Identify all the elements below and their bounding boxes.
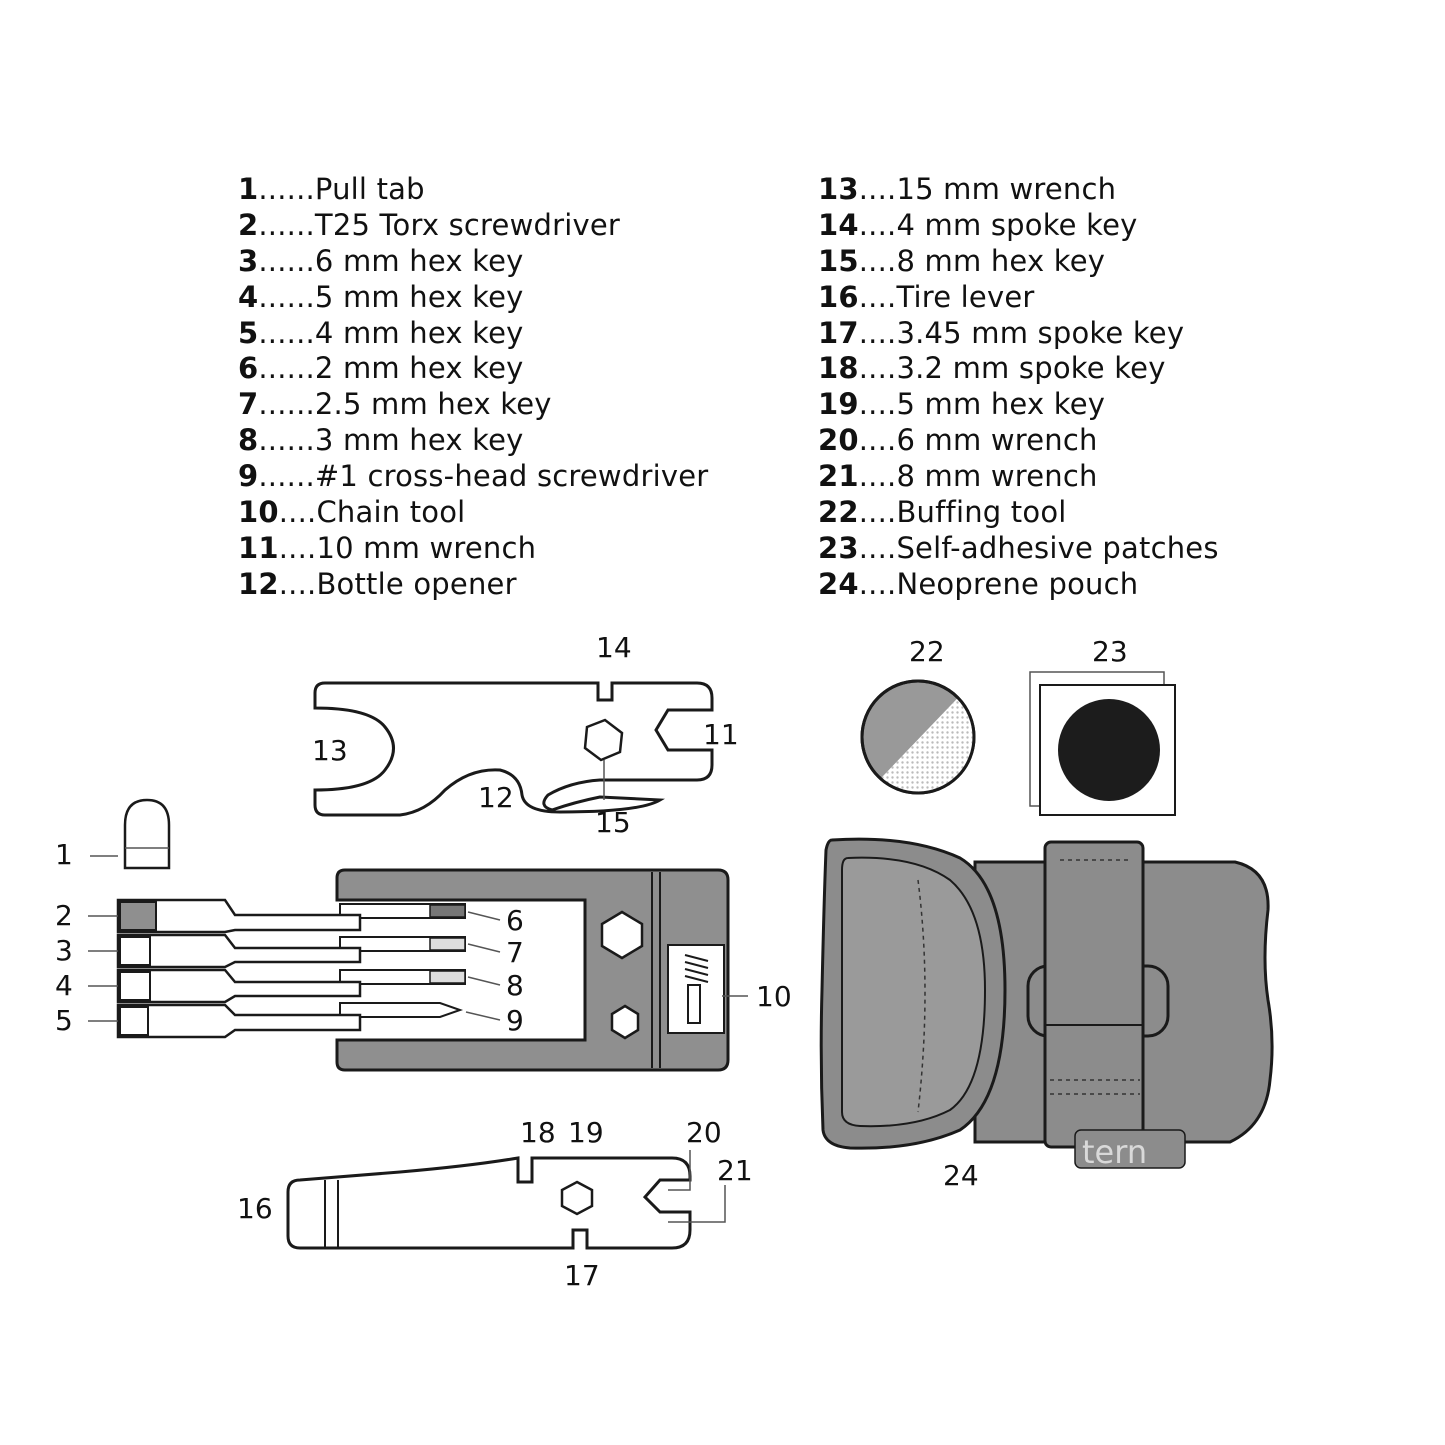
legend-item: 17....3.45 mm spoke key (818, 315, 1185, 350)
parts-legend-right: 13....15 mm wrench 14....4 mm spoke key … (818, 172, 1219, 603)
neoprene-pouch: tern (819, 837, 1274, 1171)
tire-lever (286, 1150, 726, 1250)
legend-item: 5......4 mm hex key (238, 315, 524, 350)
legend-item: 2......T25 Torx screwdriver (238, 207, 621, 242)
legend-item: 12....Bottle opener (238, 566, 517, 601)
pouch-logo-tag (1074, 1129, 1186, 1169)
callout-19: 19 (568, 1116, 604, 1149)
callout-23: 23 (1092, 635, 1128, 668)
legend-item: 24....Neoprene pouch (818, 566, 1139, 601)
tire-lever-outline (286, 1156, 692, 1250)
callout-10: 10 (756, 980, 792, 1013)
leader-7 (467, 943, 501, 953)
patches (1029, 671, 1176, 816)
leader-6 (467, 911, 501, 921)
callout-16: 16 (237, 1192, 273, 1225)
pouch-flap-inner (841, 856, 987, 1128)
callout-4: 4 (55, 969, 73, 1002)
legend-item: 21....8 mm wrench (818, 459, 1098, 494)
bits-left (88, 898, 362, 1039)
legend-item: 16....Tire lever (818, 279, 1035, 314)
callout-5: 5 (55, 1004, 73, 1037)
legend-item: 22....Buffing tool (818, 495, 1067, 530)
parts-legend-left: 1......Pull tab 2......T25 Torx screwdri… (238, 172, 708, 603)
bits-right (339, 903, 501, 1021)
bit-5 (116, 1003, 362, 1039)
callout-1: 1 (55, 838, 73, 871)
callout-20: 20 (686, 1116, 722, 1149)
bit-7-tip (429, 937, 466, 951)
callout-18: 18 (520, 1116, 556, 1149)
callout-21: 21 (717, 1154, 753, 1187)
legend-item: 19....5 mm hex key (818, 387, 1106, 422)
callout-8: 8 (506, 969, 524, 1002)
legend-item: 14....4 mm spoke key (818, 207, 1138, 242)
legend-item: 7......2.5 mm hex key (238, 387, 552, 422)
legend-item: 6......2 mm hex key (238, 351, 524, 386)
callout-24: 24 (943, 1159, 979, 1192)
legend-item: 3......6 mm hex key (238, 243, 524, 278)
bit-3-tip (119, 936, 151, 966)
pouch-logo: tern (1082, 1133, 1147, 1171)
callout-14: 14 (596, 631, 632, 664)
buffing-tool (860, 679, 976, 795)
legend-item: 18....3.2 mm spoke key (818, 351, 1166, 386)
hex-key-5mm-icon (560, 1180, 594, 1216)
pull-tab (90, 798, 171, 870)
legend-item: 13....15 mm wrench (818, 172, 1117, 206)
bit-2 (116, 898, 362, 934)
buffing-tool-texture (862, 681, 974, 793)
bit-6-tip (429, 904, 466, 918)
hex-key-8mm-icon (583, 718, 624, 762)
chain-tool-pin (684, 954, 709, 1024)
legend-item: 1......Pull tab (238, 172, 425, 206)
wrench-piece (313, 681, 714, 817)
callout-17: 17 (564, 1259, 600, 1292)
legend-item: 10....Chain tool (238, 495, 466, 530)
wrench-outline (313, 681, 714, 817)
bit-2-tip (119, 901, 157, 931)
legend-item: 8......3 mm hex key (238, 423, 524, 458)
pouch-strap (1043, 840, 1145, 1149)
legend-item: 20....6 mm wrench (818, 423, 1098, 458)
legend-item: 9......#1 cross-head screwdriver (238, 459, 709, 494)
callout-11: 11 (703, 718, 739, 751)
callout-7: 7 (506, 936, 524, 969)
callout-22: 22 (909, 635, 945, 668)
patch-disc (1058, 699, 1160, 801)
legend-item: 23....Self-adhesive patches (818, 530, 1219, 565)
hex-hole-large (600, 910, 644, 960)
callout-9: 9 (506, 1004, 524, 1037)
leader-20 (668, 1150, 691, 1191)
leader-8 (467, 976, 501, 986)
legend-item: 4......5 mm hex key (238, 279, 524, 314)
pouch-stitching (917, 879, 926, 1113)
callout-2: 2 (55, 899, 73, 932)
callout-13: 13 (312, 734, 348, 767)
legend-item: 15....8 mm hex key (818, 243, 1106, 278)
legend-item: 11....10 mm wrench (238, 530, 537, 565)
pull-tab-outline (123, 798, 171, 870)
hex-hole-small (610, 1004, 640, 1040)
callout-6: 6 (506, 904, 524, 937)
multitool-body (335, 868, 748, 1072)
bit-4-tip (119, 971, 151, 1001)
callout-3: 3 (55, 934, 73, 967)
bit-4 (116, 968, 362, 1004)
bit-8-tip (429, 970, 466, 984)
leader-21 (668, 1185, 726, 1223)
bit-5-tip (119, 1006, 149, 1036)
bit-3 (116, 933, 362, 969)
callout-15: 15 (595, 806, 631, 839)
callout-12: 12 (478, 781, 514, 814)
leader-9 (465, 1011, 501, 1021)
